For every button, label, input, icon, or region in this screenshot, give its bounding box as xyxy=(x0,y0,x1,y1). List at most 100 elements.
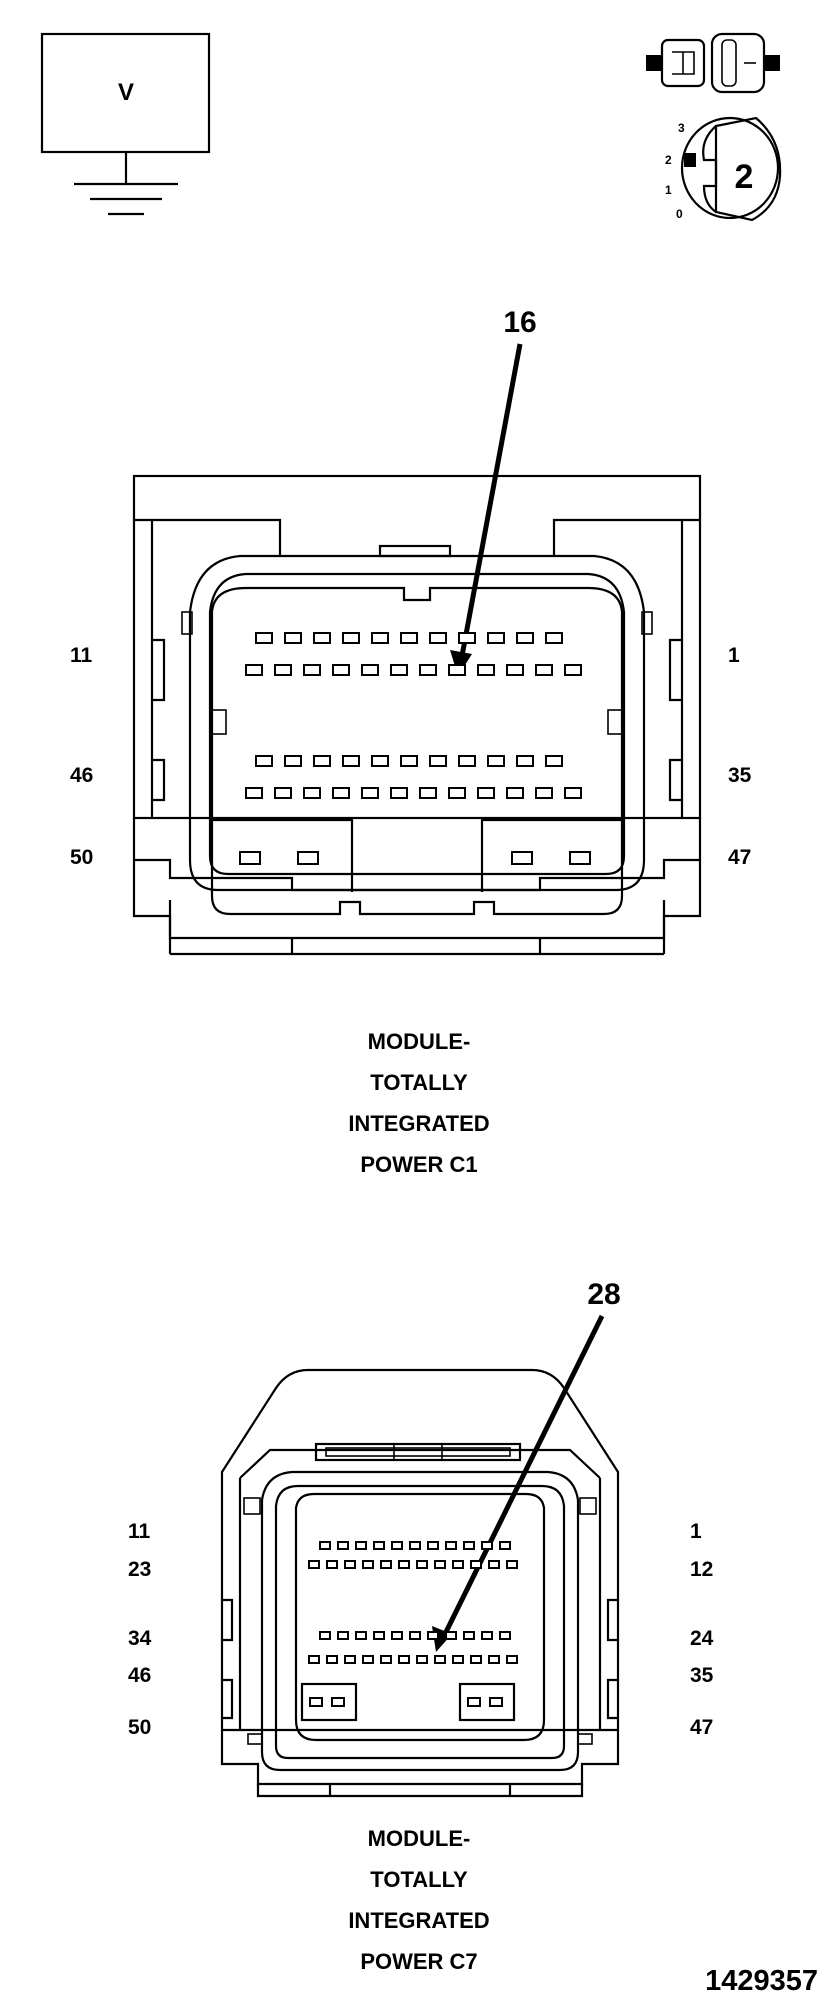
c7-pin-label-left: 34 xyxy=(128,1627,152,1650)
c7-cavity xyxy=(362,1560,374,1569)
c7-cavity xyxy=(434,1560,446,1569)
c1-pin-label-right: 1 xyxy=(728,644,740,667)
c1-cavity xyxy=(390,787,408,799)
c1-cavity xyxy=(511,851,533,865)
c7-cavity xyxy=(489,1697,503,1707)
c7-pin-label-right: 35 xyxy=(690,1664,714,1687)
c7-cavity-block-left xyxy=(300,1682,358,1722)
c1-cavity xyxy=(284,632,302,644)
c7-cavity xyxy=(470,1655,482,1664)
ignition-position-2: 2 xyxy=(665,153,672,167)
c7-cavity xyxy=(463,1631,475,1640)
c1-pin-label-left: 46 xyxy=(70,764,93,787)
c7-cavity xyxy=(409,1631,421,1640)
c7-cavity xyxy=(488,1560,500,1569)
c7-cavity xyxy=(344,1560,356,1569)
c1-cavity xyxy=(361,787,379,799)
c1-cavity xyxy=(535,664,553,676)
c1-cavity xyxy=(400,755,418,767)
c7-cavity xyxy=(319,1541,331,1550)
c7-cavity xyxy=(391,1541,403,1550)
c1-pin-label-left: 50 xyxy=(70,846,93,869)
c7-cavity xyxy=(373,1631,385,1640)
c1-cavity xyxy=(342,632,360,644)
c7-cavity xyxy=(362,1655,374,1664)
c1-cavity xyxy=(371,632,389,644)
c1-pin-label-right: 47 xyxy=(728,846,751,869)
c1-cavity xyxy=(487,755,505,767)
c1-cavity xyxy=(429,632,447,644)
c7-pin-label-left: 11 xyxy=(128,1520,151,1543)
c7-cavity-row-2 xyxy=(308,1560,518,1569)
voltmeter-label: V xyxy=(118,79,134,106)
c7-cavity xyxy=(488,1655,500,1664)
connector-c7: 28 xyxy=(128,1278,714,1974)
c7-cavity-block-right xyxy=(458,1682,516,1722)
c1-cavity xyxy=(400,632,418,644)
c1-cavity xyxy=(274,664,292,676)
ignition-position-1: 1 xyxy=(665,183,672,197)
c7-cavity xyxy=(398,1560,410,1569)
c7-cavity xyxy=(506,1655,518,1664)
c1-cavity xyxy=(297,851,319,865)
c7-cavity-row-3 xyxy=(319,1631,511,1640)
c7-cavity xyxy=(445,1541,457,1550)
c7-cavity xyxy=(319,1631,331,1640)
c1-caption-line: MODULE- xyxy=(368,1029,471,1054)
c1-cavity-row-1 xyxy=(255,632,563,644)
c7-cavity-body xyxy=(294,1492,546,1742)
c7-pin-label-right: 1 xyxy=(690,1520,702,1543)
c7-pin-label-right: 12 xyxy=(690,1558,713,1581)
c1-cavity xyxy=(569,851,591,865)
c1-cavity xyxy=(371,755,389,767)
c7-pin-label-left: 50 xyxy=(128,1716,151,1739)
c7-pin-label-right: 24 xyxy=(690,1627,714,1650)
c7-cavity xyxy=(467,1697,481,1707)
c7-cavity xyxy=(463,1541,475,1550)
c7-cavity xyxy=(308,1560,320,1569)
connector-disconnected-icon xyxy=(646,32,780,94)
c7-cavity xyxy=(499,1631,511,1640)
c7-cavity-row-5 xyxy=(300,1682,516,1722)
c1-caption-line: TOTALLY xyxy=(370,1070,468,1095)
c1-cavity xyxy=(564,664,582,676)
figure-id: 1429357 xyxy=(705,1965,818,1997)
c1-cavity xyxy=(419,787,437,799)
c7-callout-arrow xyxy=(432,1314,605,1652)
c7-cavity xyxy=(481,1631,493,1640)
c1-cavity xyxy=(506,664,524,676)
c1-cavity xyxy=(545,632,563,644)
c1-cavity xyxy=(245,787,263,799)
c7-housing xyxy=(220,1368,620,1798)
c7-cavity xyxy=(309,1697,323,1707)
c1-cavity xyxy=(332,664,350,676)
c1-cavity xyxy=(516,632,534,644)
c1-cavity xyxy=(255,755,273,767)
c7-cavity xyxy=(308,1655,320,1664)
ignition-position-0: 0 xyxy=(676,207,683,221)
c7-caption: MODULE- TOTALLY INTEGRATED POWER C7 xyxy=(348,1826,489,1974)
c7-cavity-row-4 xyxy=(308,1655,518,1664)
c1-cavity xyxy=(458,755,476,767)
c7-cavity xyxy=(355,1541,367,1550)
c1-cavity xyxy=(545,755,563,767)
c7-cavity xyxy=(337,1631,349,1640)
c7-cavity xyxy=(481,1541,493,1550)
c1-cavity xyxy=(458,632,476,644)
c1-housing xyxy=(132,474,702,956)
c7-caption-line: MODULE- xyxy=(368,1826,471,1851)
c7-caption-line: POWER C7 xyxy=(360,1949,477,1974)
c7-cavity xyxy=(452,1560,464,1569)
c1-cavity xyxy=(332,787,350,799)
ignition-key-label: 2 xyxy=(735,158,754,196)
c7-cavity xyxy=(326,1560,338,1569)
c1-cavity xyxy=(429,755,447,767)
c7-cavity xyxy=(344,1655,356,1664)
c1-cavity xyxy=(303,787,321,799)
c7-cavity xyxy=(326,1655,338,1664)
c7-cavity xyxy=(416,1655,428,1664)
c1-caption-line: POWER C1 xyxy=(360,1152,477,1177)
c7-cavity xyxy=(499,1541,511,1550)
c1-pin-label-left: 11 xyxy=(70,644,93,667)
